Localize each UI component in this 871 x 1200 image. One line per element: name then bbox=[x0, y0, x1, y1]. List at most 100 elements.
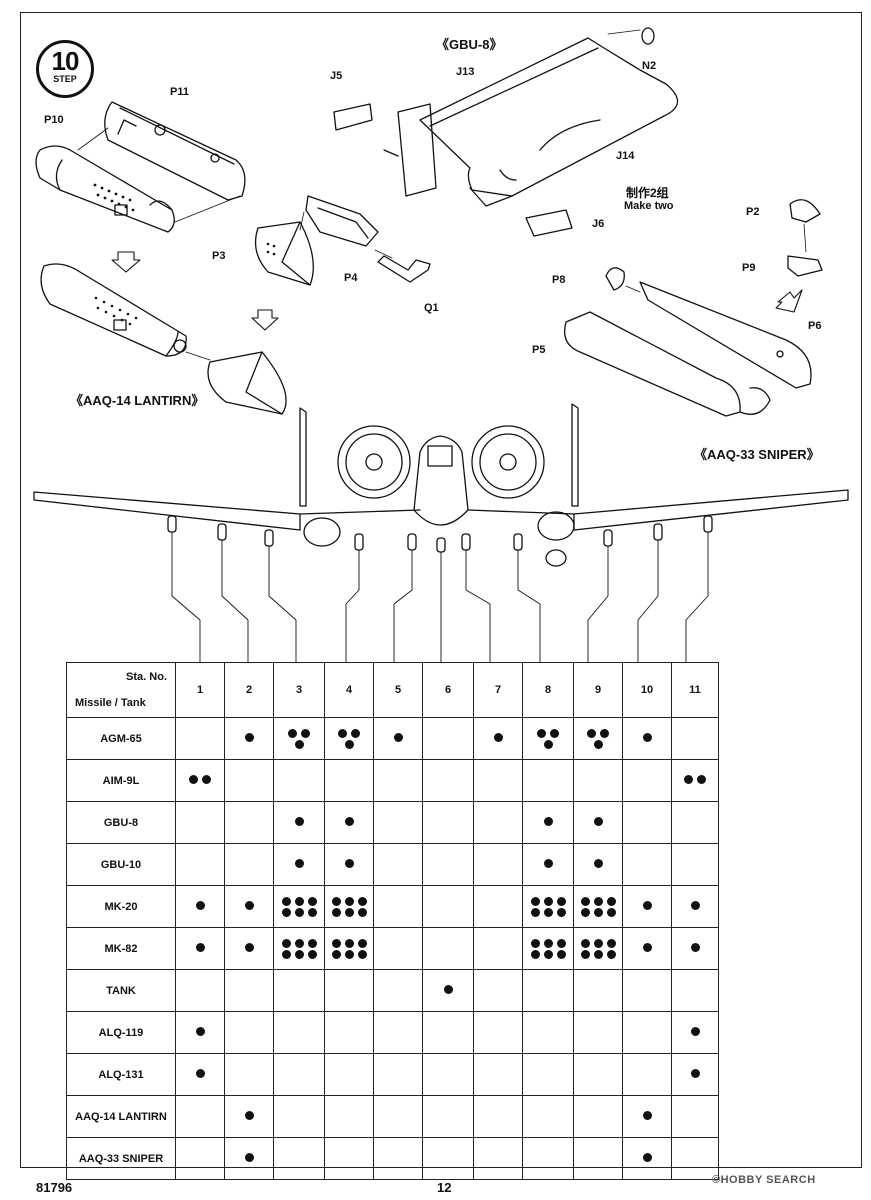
store-mark bbox=[587, 728, 596, 738]
step-label: STEP bbox=[53, 74, 77, 84]
store-mark bbox=[344, 907, 354, 917]
store-mark bbox=[344, 949, 354, 959]
station-header-3: 3 bbox=[273, 662, 325, 718]
store-mark bbox=[593, 907, 603, 917]
station-cell bbox=[622, 843, 672, 886]
store-mark bbox=[344, 896, 354, 906]
lantirn-shell-p11 bbox=[104, 101, 246, 201]
store-mark bbox=[294, 949, 304, 959]
store-mark bbox=[580, 938, 590, 948]
station-cell bbox=[373, 717, 423, 760]
store-name: ALQ-119 bbox=[66, 1011, 176, 1054]
table-row: GBU-8 bbox=[66, 801, 719, 844]
station-cell bbox=[573, 1011, 623, 1054]
store-mark bbox=[443, 984, 453, 994]
store-mark bbox=[556, 938, 566, 948]
table-row: ALQ-131 bbox=[66, 1053, 719, 1096]
station-cell bbox=[324, 1011, 374, 1054]
store-name: AAQ-14 LANTIRN bbox=[66, 1095, 176, 1138]
sniper-dome-p2 bbox=[789, 199, 821, 223]
store-mark bbox=[543, 739, 553, 749]
station-cell bbox=[522, 843, 574, 886]
station-cell bbox=[622, 927, 672, 970]
station-cell bbox=[622, 1053, 672, 1096]
corner-station-label: Sta. No. bbox=[126, 671, 167, 683]
store-mark bbox=[593, 896, 603, 906]
station-header-7: 7 bbox=[473, 662, 523, 718]
station-cell bbox=[373, 1137, 423, 1180]
station-cell bbox=[422, 717, 474, 760]
store-mark bbox=[294, 816, 304, 826]
station-cell bbox=[422, 1053, 474, 1096]
station-cell bbox=[522, 1011, 574, 1054]
store-mark bbox=[281, 907, 291, 917]
store-mark bbox=[593, 739, 603, 749]
table-corner: Sta. No. Missile / Tank bbox=[66, 662, 176, 718]
station-cell bbox=[422, 969, 474, 1012]
note-make-two: Make two bbox=[624, 200, 674, 212]
station-header-2: 2 bbox=[224, 662, 274, 718]
station-cell bbox=[324, 801, 374, 844]
station-cell bbox=[573, 801, 623, 844]
table-row: MK-20 bbox=[66, 885, 719, 928]
station-header-5: 5 bbox=[373, 662, 423, 718]
store-mark bbox=[338, 728, 347, 738]
part-label-n2: N2 bbox=[642, 60, 657, 72]
station-cell bbox=[522, 1053, 574, 1096]
station-cell bbox=[671, 1137, 719, 1180]
gbu8-fin-j5 bbox=[333, 103, 373, 131]
station-cell bbox=[324, 885, 374, 928]
station-header-6: 6 bbox=[422, 662, 474, 718]
store-mark bbox=[244, 732, 254, 742]
part-label-p11: P11 bbox=[170, 86, 189, 98]
sniper-body-p5 bbox=[563, 311, 771, 417]
station-cell bbox=[573, 759, 623, 802]
station-cell bbox=[224, 927, 274, 970]
station-cell bbox=[273, 1137, 325, 1180]
store-mark bbox=[543, 907, 553, 917]
sniper-shell-p6 bbox=[639, 281, 812, 389]
station-cell bbox=[473, 759, 523, 802]
part-label-j14: J14 bbox=[616, 150, 635, 162]
store-mark bbox=[244, 1152, 254, 1162]
store-mark bbox=[294, 858, 304, 868]
part-label-j13: J13 bbox=[456, 66, 475, 78]
store-mark bbox=[244, 942, 254, 952]
store-mark bbox=[593, 938, 603, 948]
store-mark bbox=[301, 728, 310, 738]
store-mark bbox=[307, 907, 317, 917]
store-mark bbox=[556, 949, 566, 959]
station-cell bbox=[422, 927, 474, 970]
station-cell bbox=[175, 1053, 225, 1096]
store-mark bbox=[357, 907, 367, 917]
store-mark bbox=[606, 907, 616, 917]
station-cell bbox=[324, 969, 374, 1012]
station-cell bbox=[622, 717, 672, 760]
station-cell bbox=[273, 717, 325, 760]
store-mark bbox=[393, 732, 403, 742]
store-mark bbox=[281, 949, 291, 959]
station-cell bbox=[671, 927, 719, 970]
store-mark bbox=[189, 774, 198, 784]
station-cell bbox=[473, 843, 523, 886]
store-mark bbox=[307, 938, 317, 948]
station-cell bbox=[622, 1095, 672, 1138]
store-mark bbox=[294, 739, 304, 749]
station-cell bbox=[273, 1095, 325, 1138]
store-mark bbox=[543, 938, 553, 948]
store-mark bbox=[344, 816, 354, 826]
title-lantirn: 《AAQ-14 LANTIRN》 bbox=[70, 393, 205, 408]
store-mark bbox=[580, 896, 590, 906]
part-label-p4: P4 bbox=[344, 272, 358, 284]
station-cell bbox=[522, 759, 574, 802]
station-cell bbox=[373, 843, 423, 886]
store-mark bbox=[195, 1068, 205, 1078]
station-cell bbox=[473, 969, 523, 1012]
step-number: 10 bbox=[51, 46, 80, 76]
station-cell bbox=[422, 1095, 474, 1138]
station-cell bbox=[422, 1011, 474, 1054]
table-row: AAQ-14 LANTIRN bbox=[66, 1095, 719, 1138]
part-label-p2: P2 bbox=[746, 206, 760, 218]
station-header-8: 8 bbox=[522, 662, 574, 718]
